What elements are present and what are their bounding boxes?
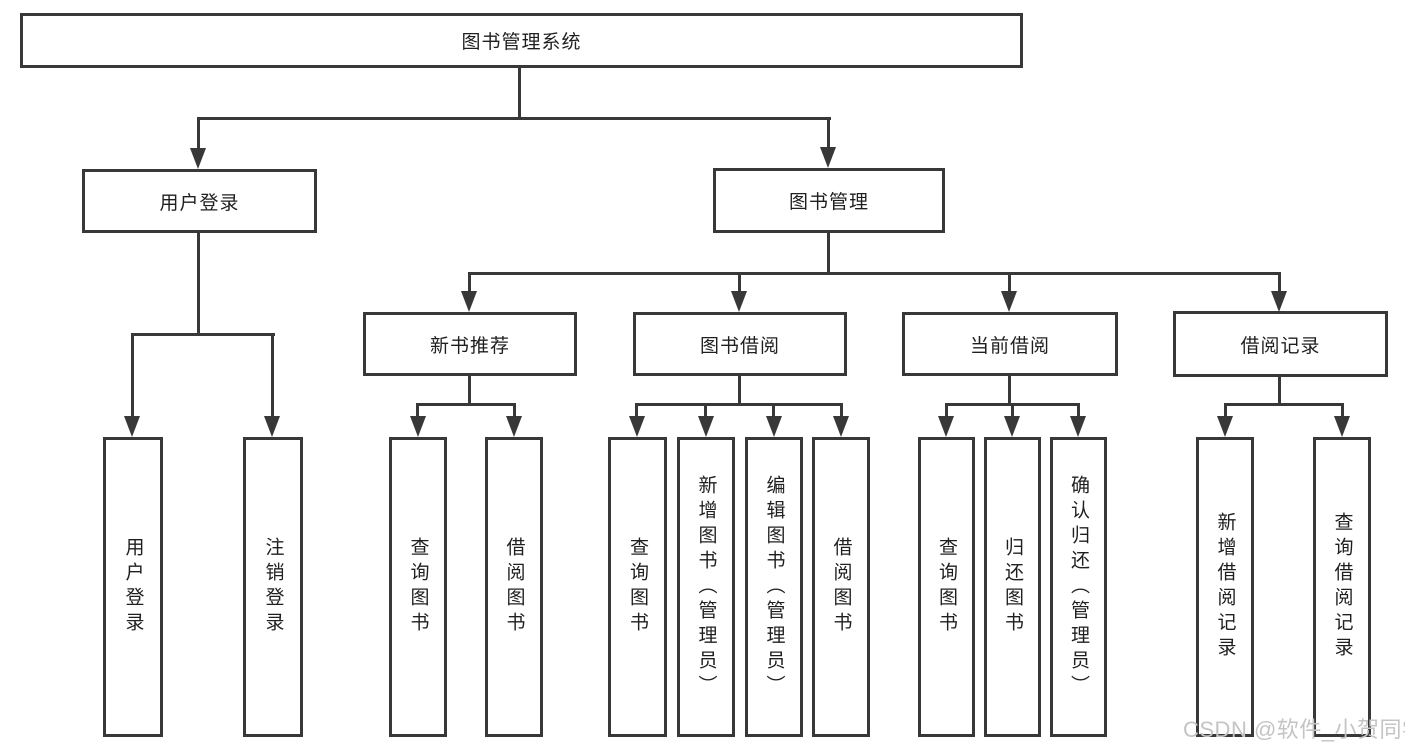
leaf-return-books-label: 归还图书 <box>1002 537 1023 637</box>
arrowhead-down-icon <box>1070 416 1086 437</box>
connector-line <box>131 333 275 336</box>
node-new-book-recommend: 新书推荐 <box>363 312 577 376</box>
arrowhead-down-icon <box>264 416 280 437</box>
connector-line <box>635 403 638 419</box>
leaf-query-borrow-record-label: 查询借阅记录 <box>1331 512 1353 662</box>
node-user-login: 用户登录 <box>82 169 317 233</box>
leaf-query-books-3-label: 查询图书 <box>936 537 957 637</box>
arrowhead-down-icon <box>506 416 522 437</box>
connector-line <box>1077 403 1080 419</box>
leaf-borrow-books-2-label: 借阅图书 <box>830 537 852 637</box>
connector-line <box>131 333 134 418</box>
connector-line <box>416 403 516 406</box>
connector-line <box>518 68 521 119</box>
leaf-return-books: 归还图书 <box>984 437 1041 737</box>
node-borrow-records-label: 借阅记录 <box>1240 335 1321 357</box>
connector-line <box>945 403 948 419</box>
leaf-query-books-1-label: 查询图书 <box>407 537 429 637</box>
connector-line <box>271 333 274 418</box>
leaf-borrow-books-1: 借阅图书 <box>485 437 543 737</box>
leaf-user-login-label: 用户登录 <box>122 537 144 637</box>
arrowhead-down-icon <box>629 416 645 437</box>
arrowhead-down-icon <box>190 148 206 169</box>
node-current-borrow: 当前借阅 <box>902 312 1118 376</box>
connector-line <box>772 403 775 419</box>
leaf-add-books-admin-label: 新增图书（管理员） <box>695 474 717 700</box>
node-root: 图书管理系统 <box>20 13 1023 68</box>
connector-line <box>513 403 516 419</box>
node-borrow-records: 借阅记录 <box>1173 311 1388 377</box>
arrowhead-down-icon <box>820 147 836 168</box>
connector-line <box>468 376 471 406</box>
leaf-user-login: 用户登录 <box>103 437 163 737</box>
leaf-logout-label: 注销登录 <box>262 537 284 637</box>
connector-line <box>827 233 830 275</box>
connector-line <box>1341 403 1344 419</box>
connector-line <box>840 403 843 419</box>
leaf-add-borrow-record-label: 新增借阅记录 <box>1214 512 1236 662</box>
arrowhead-down-icon <box>731 291 747 312</box>
connector-line <box>1224 403 1344 406</box>
node-book-management-label: 图书管理 <box>788 192 869 213</box>
connector-line <box>635 403 843 406</box>
leaf-borrow-books-1-label: 借阅图书 <box>503 537 525 637</box>
connector-line <box>738 272 741 294</box>
node-book-borrow: 图书借阅 <box>633 312 847 376</box>
arrowhead-down-icon <box>833 416 849 437</box>
node-new-book-recommend-label: 新书推荐 <box>429 335 510 357</box>
arrowhead-down-icon <box>1004 416 1020 437</box>
arrowhead-down-icon <box>410 416 426 437</box>
leaf-query-books-1: 查询图书 <box>389 437 447 737</box>
node-current-borrow-label: 当前借阅 <box>969 335 1050 357</box>
connector-line <box>827 117 830 150</box>
leaf-logout: 注销登录 <box>243 437 303 737</box>
node-root-label: 图书管理系统 <box>461 32 582 53</box>
connector-line <box>197 233 200 336</box>
arrowhead-down-icon <box>124 416 140 437</box>
node-book-management: 图书管理 <box>713 168 945 233</box>
connector-line <box>197 117 200 151</box>
csdn-watermark: CSDN @软件_小贺同学 <box>1183 717 1405 742</box>
leaf-edit-books-admin: 编辑图书（管理员） <box>745 437 803 737</box>
leaf-add-books-admin: 新增图书（管理员） <box>677 437 735 737</box>
arrowhead-down-icon <box>1001 291 1017 312</box>
leaf-borrow-books-2: 借阅图书 <box>812 437 870 737</box>
leaf-confirm-return-admin: 确认归还（管理员） <box>1050 437 1107 737</box>
leaf-add-borrow-record: 新增借阅记录 <box>1196 437 1254 737</box>
node-user-login-label: 用户登录 <box>159 192 240 214</box>
arrowhead-down-icon <box>938 416 954 437</box>
arrowhead-down-icon <box>1217 416 1233 437</box>
arrowhead-down-icon <box>766 416 782 437</box>
arrowhead-down-icon <box>698 416 714 437</box>
leaf-query-books-2: 查询图书 <box>608 437 667 737</box>
node-book-borrow-label: 图书借阅 <box>699 335 780 357</box>
connector-line <box>416 403 419 419</box>
arrowhead-down-icon <box>461 291 477 312</box>
connector-line <box>468 272 471 294</box>
connector-line <box>1278 272 1281 294</box>
connector-line <box>1278 377 1281 406</box>
connector-line <box>1011 403 1014 419</box>
leaf-edit-books-admin-label: 编辑图书（管理员） <box>763 474 785 700</box>
connector-line <box>468 272 1281 275</box>
connector-line <box>704 403 707 419</box>
connector-line <box>1008 272 1011 294</box>
connector-line <box>1224 403 1227 419</box>
arrowhead-down-icon <box>1271 291 1287 312</box>
leaf-confirm-return-admin-label: 确认归还（管理员） <box>1068 474 1089 700</box>
connector-line <box>738 376 741 406</box>
connector-line <box>1008 376 1011 406</box>
leaf-query-books-3: 查询图书 <box>918 437 975 737</box>
leaf-query-borrow-record: 查询借阅记录 <box>1313 437 1371 737</box>
leaf-query-books-2-label: 查询图书 <box>627 537 648 637</box>
arrowhead-down-icon <box>1334 416 1350 437</box>
connector-line <box>197 117 831 120</box>
